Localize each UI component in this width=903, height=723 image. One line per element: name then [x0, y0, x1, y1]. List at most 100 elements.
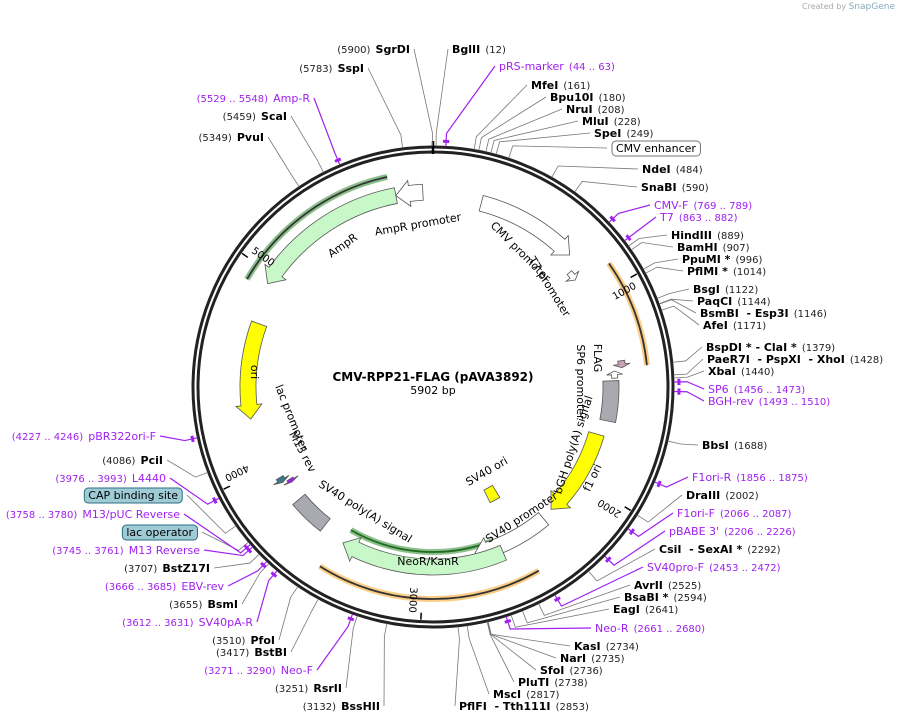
- orf-line: [350, 529, 494, 553]
- feature-box: [611, 140, 701, 157]
- site-position: (1171): [733, 321, 766, 332]
- site-bspdi-clai-[interactable]: BspDI * - ClaI * (1379): [672, 336, 835, 363]
- site-cmv-f[interactable]: CMV-F (769 .. 789): [608, 194, 752, 223]
- feature-sp6-promoter[interactable]: [606, 370, 623, 379]
- feature-flag[interactable]: [613, 359, 631, 369]
- site-f1ori-f[interactable]: F1ori-F (2066 .. 2087): [627, 502, 792, 538]
- site-position: (5459): [223, 112, 256, 123]
- feature-f1-ori[interactable]: [550, 431, 605, 510]
- site-nrui[interactable]: NruI (208): [485, 98, 625, 152]
- feature-sv40-poly-a-signal[interactable]: [292, 493, 331, 532]
- primer-mark: [190, 435, 195, 443]
- site-sgrdi[interactable]: (5900) SgrDI: [337, 38, 433, 147]
- site-bstz17i[interactable]: (3707) BstZ17I: [124, 553, 260, 576]
- site-mlui[interactable]: MluI (228): [490, 110, 641, 154]
- site-sfoi[interactable]: SfoI (2736): [487, 621, 603, 678]
- site-bgh-rev[interactable]: BGH-rev (1493 .. 1510): [673, 388, 830, 409]
- site-mfei[interactable]: MfeI (161): [473, 74, 590, 150]
- site-name: RsrII: [313, 682, 342, 695]
- site-draiii[interactable]: DraIII (2002): [636, 484, 759, 523]
- feature-lac-promoter[interactable]: [273, 474, 290, 486]
- leader-line: [486, 621, 515, 683]
- site-position: (1014): [733, 267, 766, 278]
- site-bsgi[interactable]: BsgI (1122): [656, 278, 758, 299]
- leader-line: [656, 288, 690, 299]
- site-pvui[interactable]: (5349) PvuI: [198, 126, 300, 187]
- svg-text:NruI (208): NruI (208): [566, 98, 625, 117]
- feature-bgh-poly-a-signal[interactable]: [599, 380, 620, 423]
- site-sspi[interactable]: (5783) SspI: [299, 57, 403, 148]
- site-bsshii[interactable]: (3132) BssHII: [303, 623, 388, 714]
- leader-line: [672, 346, 703, 363]
- site-ebv-rev[interactable]: (3666 .. 3685) EBV-rev: [105, 561, 268, 594]
- site-ppumi-[interactable]: PpuMI * (996): [643, 248, 762, 270]
- site-paer7i-pspxi-xhoi[interactable]: PaeR7I - PspXI - XhoI (1428): [673, 348, 884, 376]
- site-neo-f[interactable]: (3271 .. 3290) Neo-F: [204, 613, 355, 678]
- feature-neor-kanr[interactable]: [342, 537, 507, 576]
- site-spei[interactable]: SpeI (249): [495, 122, 653, 155]
- site-afei[interactable]: AfeI (1171): [661, 305, 766, 333]
- feature-ampr-promoter[interactable]: [395, 179, 424, 208]
- feature-ori[interactable]: [234, 320, 268, 420]
- site-cmv-enhancer[interactable]: CMV enhancer: [508, 140, 701, 159]
- site-pbr322ori-f[interactable]: (4227 .. 4246) pBR322ori-F: [12, 425, 198, 444]
- site-neo-r[interactable]: Neo-R (2661 .. 2680): [504, 616, 705, 636]
- site-bsmbi-esp3i[interactable]: BsmBI - Esp3I (1146): [659, 299, 827, 321]
- site-bglii[interactable]: BglII (12): [435, 38, 506, 147]
- leader-line: [290, 115, 324, 173]
- site-position: (2735): [591, 654, 624, 665]
- site-name: PpuMI *: [682, 253, 731, 266]
- site-snabi[interactable]: SnaBI (590): [574, 176, 709, 195]
- feature-t7-promoter[interactable]: [564, 270, 580, 282]
- site-bbsi[interactable]: BbsI (1688): [667, 434, 767, 453]
- site-bamhi[interactable]: BamHI (907): [630, 236, 750, 255]
- site-avrii[interactable]: AvrII (2525): [538, 574, 702, 616]
- feature-sv40-ori[interactable]: [483, 484, 501, 504]
- site-rsrii[interactable]: (3251) RsrII: [275, 615, 358, 696]
- feature-box: [83, 487, 183, 504]
- site-position: (2817): [526, 690, 559, 701]
- site-position: (2738): [554, 678, 587, 689]
- site-sv40pa-r[interactable]: (3612 .. 3631) SV40pA-R: [122, 570, 278, 630]
- site-name: SfoI: [540, 664, 564, 677]
- site-scai[interactable]: (5459) ScaI: [223, 105, 324, 173]
- site-pluti[interactable]: PluTI (2738): [486, 621, 588, 690]
- site-pflmi-[interactable]: PflMI * (1014): [645, 260, 766, 279]
- site-position: (161): [563, 81, 590, 92]
- site-f1ori-r[interactable]: F1ori-R (1856 .. 1875): [654, 466, 808, 488]
- site-m13-puc-reverse[interactable]: (3758 .. 3780) M13/pUC Reverse: [6, 503, 251, 554]
- site-sv40pro-f[interactable]: SV40pro-F (2453 .. 2472): [553, 556, 781, 607]
- site-cap-binding-site[interactable]: CAP binding site: [83, 487, 237, 534]
- feature-ampr[interactable]: [264, 187, 398, 285]
- site-position: (3758 .. 3780): [6, 510, 78, 521]
- site-hindiii[interactable]: HindIII (889): [628, 224, 745, 247]
- site-msci[interactable]: MscI (2817): [466, 625, 560, 702]
- feature-cmv-promoter[interactable]: [478, 194, 571, 256]
- site-amp-r[interactable]: (5529 .. 5548) Amp-R: [197, 87, 342, 165]
- site-sp6[interactable]: SP6 (1456 .. 1473): [673, 378, 805, 397]
- site-bsabi-[interactable]: BsaBI * (2594): [522, 586, 707, 624]
- site-pcii[interactable]: (4086) PciI: [102, 449, 208, 478]
- leader-line: [316, 613, 354, 671]
- site-position: (3707): [124, 564, 157, 575]
- site-m13-reverse[interactable]: (3745 .. 3761) M13 Reverse: [52, 539, 254, 558]
- site-position: (5783): [299, 64, 332, 75]
- site-eagi[interactable]: EagI (2641): [510, 598, 678, 628]
- site-t7[interactable]: T7 (863 .. 882): [624, 206, 738, 242]
- site-xbai[interactable]: XbaI (1440): [673, 360, 774, 379]
- site-pflfi-tth111i[interactable]: PflFI - Tth111I (2853): [454, 626, 589, 714]
- site-lac-operator[interactable]: lac operator: [121, 524, 249, 551]
- site-bpu10i[interactable]: Bpu10I (180): [478, 86, 626, 151]
- site-bstbi[interactable]: (3417) BstBI: [216, 598, 319, 660]
- orf-line: [608, 262, 648, 366]
- site-pbabe-3-[interactable]: pBABE 3' (2206 .. 2226): [604, 520, 796, 566]
- site-paqci[interactable]: PaqCI (1144): [659, 290, 771, 309]
- site-prs-marker[interactable]: pRS-marker (44 .. 63): [442, 55, 615, 147]
- site-l4440[interactable]: (3976 .. 3993) L4440: [55, 467, 220, 505]
- feature-m13-rev[interactable]: [283, 475, 299, 486]
- site-csii-sexai-[interactable]: CsiI - SexAI * (2292): [588, 538, 781, 582]
- site-ndei[interactable]: NdeI (484): [551, 158, 703, 178]
- site-pfoi[interactable]: (3510) PfoI: [212, 586, 299, 648]
- orf-line: [319, 565, 540, 600]
